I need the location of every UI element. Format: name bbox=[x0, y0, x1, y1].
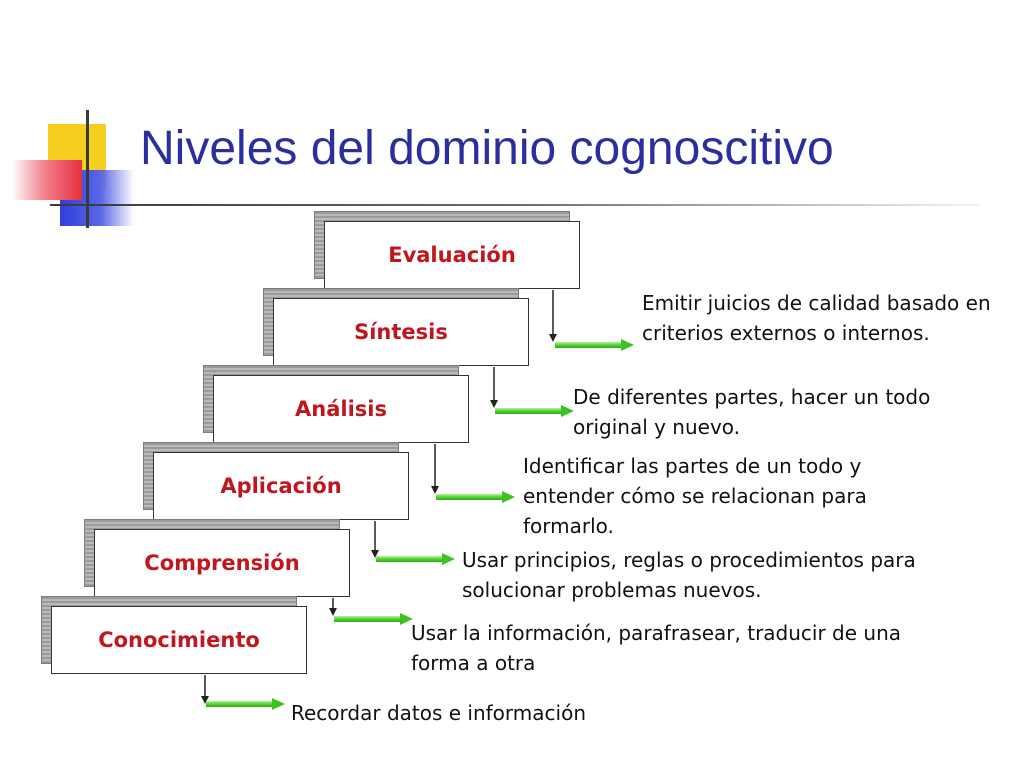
description-aplicacion: Usar principios, reglas o procedimientos… bbox=[462, 548, 916, 602]
step-comprension: Comprensión bbox=[84, 519, 350, 597]
connector-sintesis bbox=[490, 367, 574, 417]
description-comprension: Usar la información, parafrasear, traduc… bbox=[411, 621, 902, 675]
step-label-conocimiento: Conocimiento bbox=[51, 606, 307, 674]
description-evaluacion: Emitir juicios de calidad basado en crit… bbox=[642, 291, 991, 345]
title-underline bbox=[50, 204, 980, 206]
description-analisis: Identificar las partes de un todo y ente… bbox=[523, 454, 867, 538]
description-conocimiento: Recordar datos e información bbox=[291, 701, 586, 725]
connector-analisis bbox=[431, 444, 515, 503]
step-label-comprension: Comprensión bbox=[94, 529, 350, 597]
step-label-analisis: Análisis bbox=[213, 375, 469, 443]
step-analisis: Análisis bbox=[203, 365, 469, 443]
step-label-aplicacion: Aplicación bbox=[153, 452, 409, 520]
green-arrow-icon bbox=[334, 616, 402, 622]
step-sintesis: Síntesis bbox=[263, 288, 529, 366]
green-arrow-icon bbox=[376, 556, 444, 562]
green-arrow-icon bbox=[495, 408, 563, 414]
step-aplicacion: Aplicación bbox=[143, 442, 409, 520]
connector-aplicacion bbox=[371, 521, 455, 565]
connector-evaluacion bbox=[549, 290, 634, 351]
connector-comprension bbox=[329, 598, 413, 625]
green-arrow-icon bbox=[555, 342, 623, 348]
step-conocimiento: Conocimiento bbox=[41, 596, 307, 674]
step-label-evaluacion: Evaluación bbox=[324, 221, 580, 289]
description-sintesis: De diferentes partes, hacer un todo orig… bbox=[573, 385, 931, 439]
step-evaluacion: Evaluación bbox=[314, 211, 580, 289]
green-arrow-icon bbox=[206, 701, 274, 707]
decorative-red-bar bbox=[12, 160, 82, 200]
connector-conocimiento bbox=[201, 675, 285, 710]
decorative-vertical-line bbox=[86, 110, 89, 228]
step-label-sintesis: Síntesis bbox=[273, 298, 529, 366]
slide-title: Niveles del dominio cognoscitivo bbox=[140, 122, 834, 175]
green-arrow-icon bbox=[436, 494, 504, 500]
